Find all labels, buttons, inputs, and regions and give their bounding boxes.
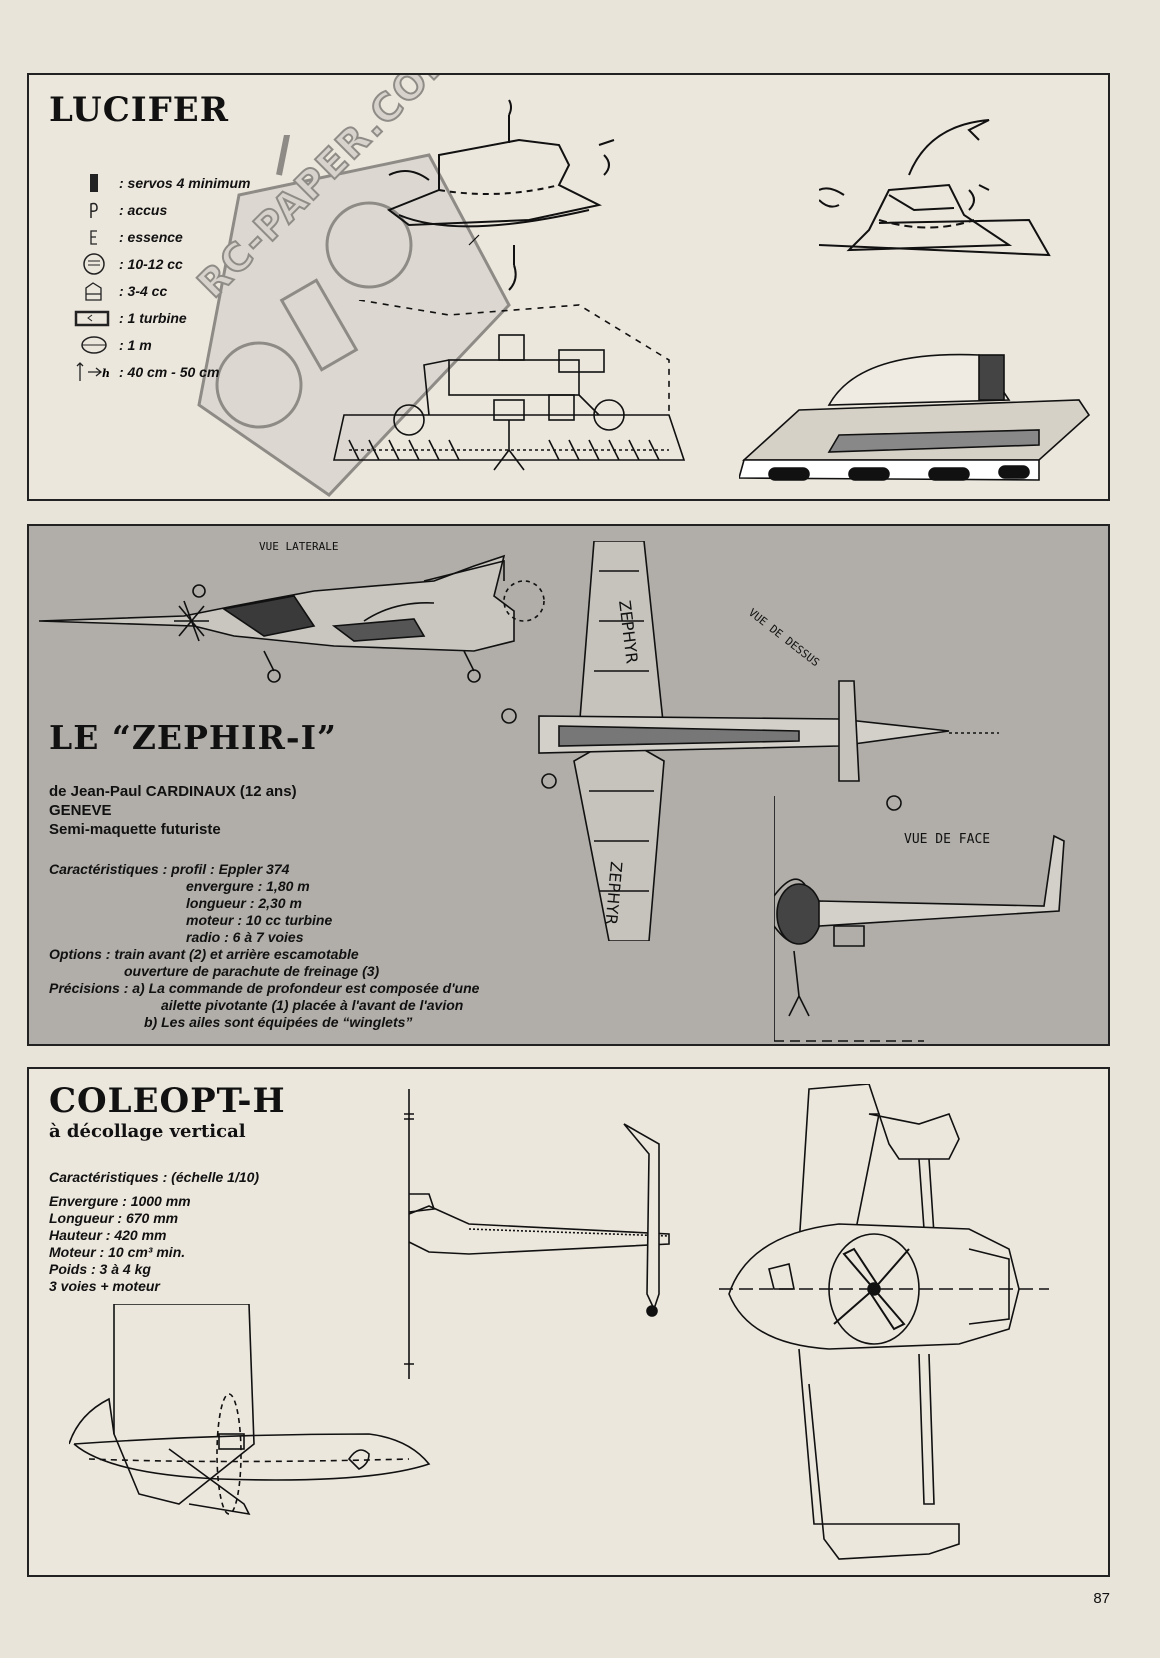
legend-text: : 10-12 cc — [119, 256, 183, 272]
zephir-intro: de Jean-Paul CARDINAUX (12 ans) GENEVE S… — [49, 782, 297, 839]
zephir-title: LE “ZEPHIR-I” — [49, 718, 338, 757]
legend-item: : 1 turbine — [69, 307, 187, 329]
lucifer-title: LUCIFER — [49, 90, 229, 130]
zephir-author: de Jean-Paul CARDINAUX (12 ans) — [49, 783, 297, 800]
coleopt-spec-line: Moteur : 10 cm³ min. — [49, 1244, 186, 1260]
lucifer-internal-sketch — [333, 300, 686, 471]
zephir-precisions-line: b) Les ailes sont équipées de “winglets” — [144, 1014, 413, 1030]
zephir-spec-line: Caractéristiques : profil : Eppler 374 — [49, 861, 290, 877]
coleopt-side-view — [404, 1089, 670, 1379]
legend-item: : 1 m — [69, 334, 152, 356]
diameter-icon — [69, 334, 119, 356]
page-number: 87 — [1093, 1590, 1110, 1607]
front-view-caption: VUE DE FACE — [904, 832, 991, 847]
small-engine-icon — [69, 280, 119, 302]
coleopt-title: COLEOPT-H — [49, 1081, 286, 1121]
legend-text: : 1 turbine — [119, 310, 187, 326]
legend-text: : accus — [119, 202, 168, 218]
zephir-spec-line: radio : 6 à 7 voies — [186, 929, 304, 945]
zephir-top-view: ZEPHYR ZEPHYR — [501, 541, 999, 941]
legend-text: : 3-4 cc — [119, 283, 168, 299]
coleopt-subtitle: à décollage vertical — [49, 1121, 246, 1142]
legend-text: : 1 m — [119, 337, 152, 353]
turbine-icon — [69, 307, 119, 329]
legend-text: : 40 cm - 50 cm — [119, 364, 220, 380]
coleopt-spec-line: 3 voies + moteur — [49, 1278, 160, 1294]
lucifer-panel: RC-PAPER.COM LUCIFER : servos 4 minimum … — [27, 73, 1110, 501]
legend-text: : essence — [119, 229, 183, 245]
coleopt-spec-line: Longueur : 670 mm — [49, 1210, 179, 1226]
coleopt-spec-line: Hauteur : 420 mm — [49, 1227, 167, 1243]
legend-item: : servos 4 minimum — [69, 172, 251, 194]
lucifer-side-sketch — [386, 99, 615, 291]
zephir-spec-line: moteur : 10 cc turbine — [186, 912, 333, 928]
zephir-panel: VUE LATERALE VUE DE DESSUS VUE DE FACE — [27, 524, 1110, 1046]
legend-item: : accus — [69, 199, 167, 221]
battery-icon — [69, 200, 119, 220]
legend-item: h : 40 cm - 50 cm — [69, 361, 219, 383]
coleopt-three-quarter-view — [69, 1304, 431, 1516]
zephir-options-line: Options : train avant (2) et arrière esc… — [49, 946, 359, 962]
coleopt-front-view — [719, 1084, 1049, 1560]
fuel-icon — [69, 227, 119, 247]
zephir-subtitle: Semi-maquette futuriste — [49, 821, 221, 838]
zephir-spec-line: longueur : 2,30 m — [186, 895, 302, 911]
lucifer-rendered-sketch — [739, 353, 1091, 481]
lucifer-front-sketch — [819, 119, 1051, 257]
height-icon: h — [69, 361, 119, 383]
coleopt-spec-line: Envergure : 1000 mm — [49, 1193, 191, 1209]
engine-icon — [69, 253, 119, 275]
zephir-spec-line: envergure : 1,80 m — [186, 878, 310, 894]
zephir-city: GENEVE — [49, 802, 112, 819]
coleopt-spec-line: Poids : 3 à 4 kg — [49, 1261, 151, 1277]
zephir-front-view — [774, 796, 1065, 1042]
coleopt-spec-line: Caractéristiques : (échelle 1/10) — [49, 1169, 260, 1185]
zephir-precisions-line: Précisions : a) La commande de profondeu… — [49, 980, 480, 996]
side-view-caption: VUE LATERALE — [259, 540, 339, 553]
zephir-side-view — [38, 554, 545, 683]
legend-item: : 10-12 cc — [69, 253, 183, 275]
servo-icon — [69, 173, 119, 193]
svg-text:h: h — [102, 367, 110, 380]
legend-item: : essence — [69, 226, 183, 248]
zephir-options-line: ouverture de parachute de freinage (3) — [124, 963, 380, 979]
legend-text: : servos 4 minimum — [119, 175, 251, 191]
zephir-precisions-line: ailette pivotante (1) placée à l'avant d… — [161, 997, 464, 1013]
coleopt-panel: COLEOPT-H à décollage vertical Caractéri… — [27, 1067, 1110, 1577]
legend-item: : 3-4 cc — [69, 280, 167, 302]
